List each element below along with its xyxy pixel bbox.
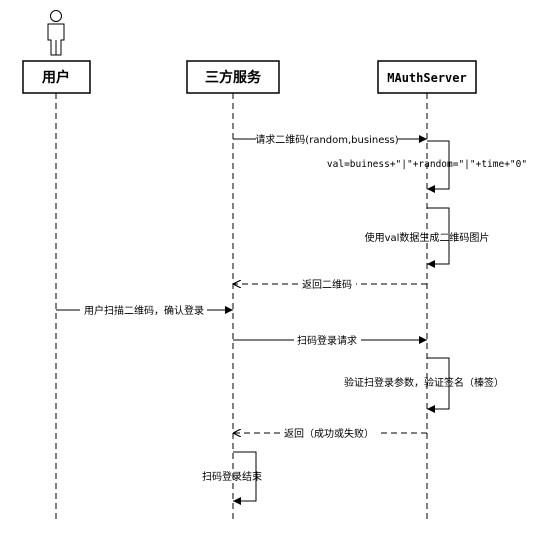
message-label: 使用val数据生成二维码图片 xyxy=(365,231,490,244)
participant-third: 三方服务 xyxy=(186,60,280,94)
message-request-qrcode: 请求二维码(random,business) xyxy=(233,133,427,146)
message-return-qrcode: 返回二维码 xyxy=(233,278,427,291)
participant-auth: MAuthServer xyxy=(377,60,477,94)
participant-user: 用户 xyxy=(22,60,91,94)
participant-auth-label: MAuthServer xyxy=(387,71,466,85)
message-label: 扫码登录结束 xyxy=(202,470,262,483)
message-return-result: 返回（成功或失败） xyxy=(233,427,427,440)
message-label: 扫码登录请求 xyxy=(297,334,357,347)
message-label: 用户扫描二维码，确认登录 xyxy=(84,304,204,317)
message-label: 返回（成功或失败） xyxy=(284,427,374,440)
message-label: 返回二维码 xyxy=(302,278,352,291)
message-self-verify: 验证扫登录参数，验证签名（榛签） xyxy=(344,357,504,413)
message-label: 请求二维码(random,business) xyxy=(255,133,398,146)
message-self-generate-image: 使用val数据生成二维码图片 xyxy=(365,207,490,268)
message-label: val=buiness+"|"+random="|"+time+"0" xyxy=(327,159,527,170)
participant-user-label: 用户 xyxy=(42,69,70,86)
participant-third-label: 三方服务 xyxy=(205,69,262,86)
message-self-end: 扫码登录结束 xyxy=(202,451,262,505)
message-label: 验证扫登录参数，验证签名（榛签） xyxy=(344,376,504,389)
actor-icon xyxy=(47,10,65,56)
message-self-val: val=buiness+"|"+random="|"+time+"0" xyxy=(327,140,527,193)
message-user-scan: 用户扫描二维码，确认登录 xyxy=(56,304,233,317)
message-scan-login-request: 扫码登录请求 xyxy=(233,334,427,347)
